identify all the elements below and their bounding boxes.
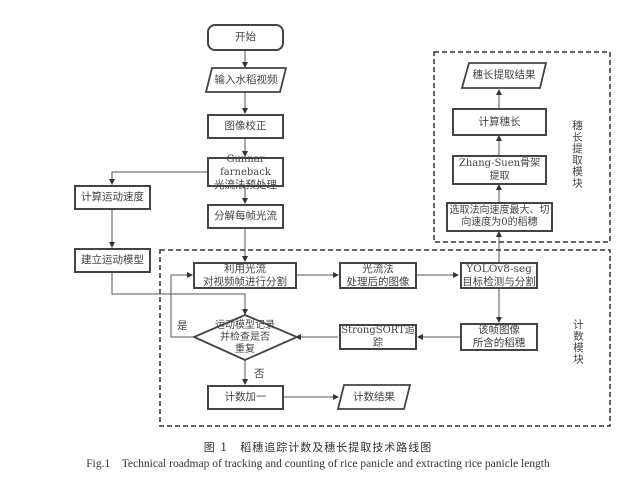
figure-caption-chinese: 图 1 稻穗追踪计数及穗长提取技术路线图 bbox=[203, 441, 433, 454]
figure-caption-english: Fig.1 Technical roadmap of tracking and … bbox=[86, 458, 550, 470]
input-video-shape bbox=[204, 67, 288, 93]
decision-shape bbox=[191, 314, 300, 361]
strongsort-node: StrongSORT追踪 bbox=[339, 324, 417, 350]
zhang-suen-node: Zhang-Suen骨架提取 bbox=[452, 155, 547, 185]
count-plus-one-node: 计数加一 bbox=[207, 385, 284, 410]
count-result-label: 计数结果 bbox=[353, 390, 395, 403]
count-module-label: 计数模块 bbox=[572, 319, 584, 365]
decision-label-2: 并检查是否 bbox=[220, 332, 270, 343]
length-module-border bbox=[433, 51, 611, 243]
length-result-node: 穗长提取结果 bbox=[462, 63, 546, 88]
processed-label-2: 处理后的图像 bbox=[346, 275, 410, 288]
edge-model-decision bbox=[111, 272, 248, 315]
decision-node: 运动模型记录 并检查是否 重复 bbox=[200, 318, 290, 358]
motion-model-node: 建立运动模型 bbox=[74, 248, 151, 273]
edge-gunnar-velocity bbox=[109, 171, 207, 185]
frame-panicles-label-1: 该帧图像 bbox=[478, 324, 520, 336]
no-label: 否 bbox=[254, 368, 265, 380]
yes-label: 是 bbox=[177, 320, 188, 332]
frame-panicles-node: 该帧图像 所含的稻穗 bbox=[460, 323, 538, 351]
segment-label-1: 利用光流 bbox=[224, 262, 266, 275]
length-result-shape bbox=[460, 62, 548, 89]
count-module-border bbox=[159, 249, 611, 427]
decision-label-1: 运动模型记录 bbox=[215, 320, 275, 331]
count-result-shape bbox=[336, 384, 412, 410]
calc-length-label: 计算穗长 bbox=[478, 115, 521, 128]
frame-panicles-label-2: 所含的稻穗 bbox=[472, 337, 526, 349]
image-correction-node: 图像校正 bbox=[207, 114, 284, 139]
length-module-label: 穗长提取模块 bbox=[571, 120, 583, 189]
decompose-flow-node: 分解每帧光流 bbox=[207, 204, 284, 229]
processed-label-1: 光流法 bbox=[362, 262, 394, 275]
input-video-label: 输入水稻视频 bbox=[214, 73, 278, 86]
input-video-node: 输入水稻视频 bbox=[206, 68, 286, 92]
calc-velocity-label: 计算运动速度 bbox=[81, 191, 144, 203]
select-panicle-node: 选取法向速度最大、切 向速度为0的稻穗 bbox=[446, 202, 553, 232]
yolo-label-1: YOLOv8-seg bbox=[466, 262, 532, 275]
start-node: 开始 bbox=[207, 24, 284, 51]
strongsort-label: StrongSORT追踪 bbox=[341, 325, 415, 349]
edge-decision-yes bbox=[170, 272, 194, 338]
decompose-flow-label: 分解每帧光流 bbox=[214, 210, 277, 222]
decision-label-3: 重复 bbox=[235, 344, 255, 355]
yolo-node: YOLOv8-seg 目标检测与分割 bbox=[460, 262, 538, 289]
image-correction-label: 图像校正 bbox=[224, 120, 267, 132]
count-result-node: 计数结果 bbox=[338, 385, 410, 409]
select-panicle-label-2: 向速度为0的稻穗 bbox=[461, 217, 538, 228]
segment-node: 利用光流 对视频帧进行分割 bbox=[193, 262, 297, 289]
zhang-suen-label: Zhang-Suen骨架提取 bbox=[458, 158, 541, 182]
gunnar-node: Gunnar farneback 光流法预处理 bbox=[207, 154, 284, 191]
motion-model-label: 建立运动模型 bbox=[81, 254, 144, 266]
segment-label-2: 对视频帧进行分割 bbox=[203, 275, 287, 288]
calc-length-node: 计算穗长 bbox=[452, 108, 547, 136]
start-label: 开始 bbox=[235, 31, 256, 43]
length-result-label: 穗长提取结果 bbox=[472, 69, 536, 81]
count-plus-one-label: 计数加一 bbox=[224, 391, 267, 403]
select-panicle-label-1: 选取法向速度最大、切 bbox=[449, 205, 550, 216]
calc-velocity-node: 计算运动速度 bbox=[74, 185, 151, 210]
processed-image-node: 光流法 处理后的图像 bbox=[339, 262, 417, 289]
gunnar-label-2: 光流法预处理 bbox=[214, 178, 277, 191]
gunnar-label-1: Gunnar farneback bbox=[220, 153, 271, 178]
yolo-label-2: 目标检测与分割 bbox=[462, 275, 536, 288]
